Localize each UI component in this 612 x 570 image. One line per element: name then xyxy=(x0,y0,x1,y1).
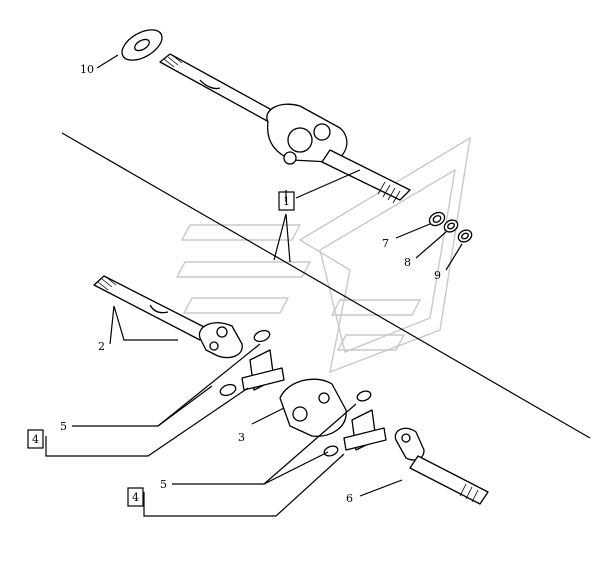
seal-ring-upper xyxy=(253,329,271,343)
callout-label-5-upper: 5 xyxy=(60,420,67,433)
callout-label-1: 1 xyxy=(283,195,290,208)
seal-ring-lower xyxy=(323,445,339,457)
ring-part-8 xyxy=(443,219,459,233)
callout-box-1 xyxy=(278,191,295,211)
upper-axle-assembly xyxy=(159,53,411,204)
universal-joint-cross-1 xyxy=(241,349,285,391)
leader-lines xyxy=(45,54,463,517)
callout-label-6: 6 xyxy=(346,492,353,505)
shaft-part-2 xyxy=(93,275,243,359)
callout-label-5-lower: 5 xyxy=(160,478,167,491)
seal-ring-mid xyxy=(356,390,372,402)
callout-label-9: 9 xyxy=(434,269,441,282)
callout-label-4-upper: 4 xyxy=(32,433,39,446)
seal-ring-left xyxy=(219,383,237,397)
callout-label-4-lower: 4 xyxy=(132,491,139,504)
shaft-part-6 xyxy=(394,427,489,505)
washer-part-10 xyxy=(121,29,163,61)
section-divider-line xyxy=(61,132,591,439)
ring-part-9 xyxy=(457,229,473,243)
callout-label-10: 10 xyxy=(80,63,94,76)
callout-label-2: 2 xyxy=(98,340,105,353)
callout-box-4-upper xyxy=(27,429,44,449)
yoke-housing-part-3 xyxy=(279,378,347,437)
callout-label-8: 8 xyxy=(404,256,411,269)
watermark-logo xyxy=(175,136,471,374)
callout-label-7: 7 xyxy=(382,237,389,250)
ring-part-7 xyxy=(428,211,446,227)
universal-joint-cross-2 xyxy=(343,409,387,451)
callout-label-3: 3 xyxy=(238,431,245,444)
callout-box-4-lower xyxy=(127,487,144,507)
